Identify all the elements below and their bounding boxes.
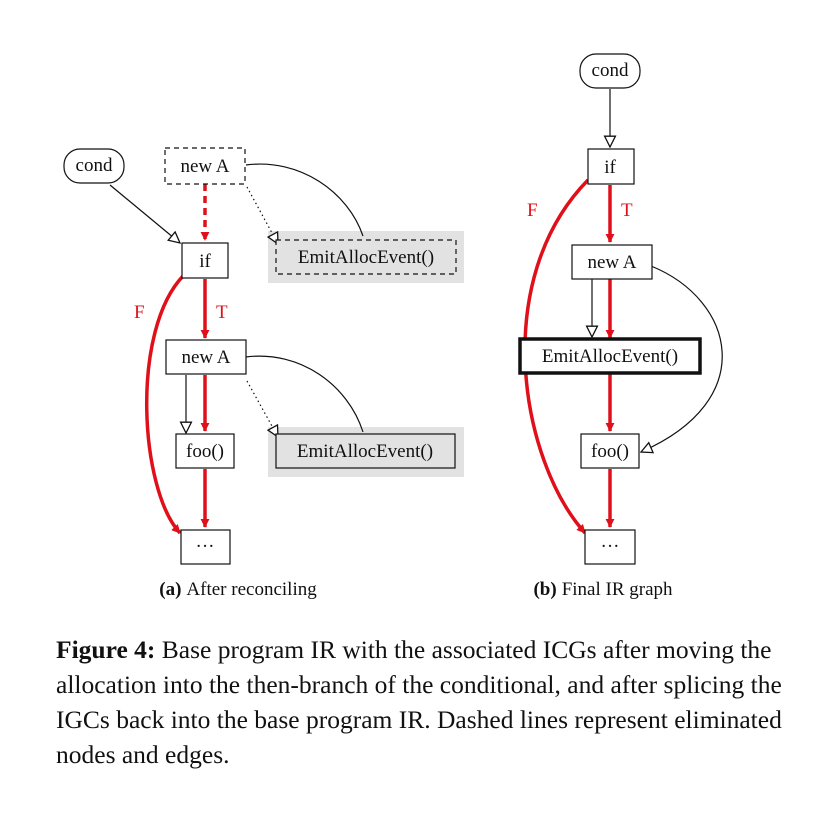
cond-node xyxy=(63,148,125,184)
panel-a-caption: (a)After reconciling xyxy=(159,579,317,600)
emit-node xyxy=(275,433,456,469)
ellipsis-node xyxy=(584,529,636,565)
edge-if-to-ellipsis-false xyxy=(145,273,186,535)
ellipsis-node xyxy=(180,529,231,565)
figure-label: Figure 4: xyxy=(56,635,156,664)
panel-b-caption: (b)Final IR graph xyxy=(533,579,673,600)
emit-eliminated-node xyxy=(275,239,457,275)
emit-eliminated-label: EmitAllocEvent() xyxy=(298,247,434,268)
if-label: if xyxy=(604,157,616,178)
cond-label: cond xyxy=(592,60,629,81)
foo-label: foo() xyxy=(186,441,224,462)
figure-caption: Figure 4: Base program IR with the assoc… xyxy=(56,632,796,772)
ellipsis-label: ··· xyxy=(601,536,620,557)
figure-caption-text: Base program IR with the associated ICGs… xyxy=(56,635,782,769)
ir-graph-diagram: F T cond new A EmitAllocEvent() if new A… xyxy=(63,53,723,600)
if-node xyxy=(181,242,229,279)
if-node xyxy=(587,148,635,185)
true-edge-label: T xyxy=(216,302,228,323)
ellipsis-label: ··· xyxy=(196,536,215,557)
foo-node xyxy=(175,433,235,469)
new-a-node xyxy=(165,339,247,375)
panel-a: F T cond new A EmitAllocEvent() if new A… xyxy=(63,147,464,600)
new-a-eliminated-node xyxy=(164,147,246,185)
foo-label: foo() xyxy=(591,441,629,462)
false-edge-label: F xyxy=(527,200,538,221)
new-a-node xyxy=(571,244,653,280)
cond-node xyxy=(579,53,641,89)
new-a-label: new A xyxy=(181,347,230,368)
emit-node xyxy=(518,337,702,375)
new-a-label: new A xyxy=(587,252,636,273)
emit-label: EmitAllocEvent() xyxy=(297,441,433,462)
foo-node xyxy=(580,433,640,469)
eliminated-edge-new-a-to-emit-2 xyxy=(246,380,278,437)
cond-label: cond xyxy=(76,155,113,176)
data-edge-new-a-to-foo xyxy=(641,265,723,452)
eliminated-edge-new-a-to-emit xyxy=(246,186,278,244)
emit-label: EmitAllocEvent() xyxy=(542,346,678,367)
false-edge-label: F xyxy=(134,302,145,323)
new-a-eliminated-label: new A xyxy=(180,156,229,177)
edge-new-a-to-emit-data xyxy=(245,355,364,433)
true-edge-label: T xyxy=(621,200,633,221)
panel-b: F T cond if new A EmitAllocEvent() foo()… xyxy=(518,53,723,600)
if-label: if xyxy=(199,251,211,272)
edge-cond-to-if xyxy=(109,184,180,243)
edge-new-a-eliminated-to-emit-data xyxy=(245,163,364,237)
